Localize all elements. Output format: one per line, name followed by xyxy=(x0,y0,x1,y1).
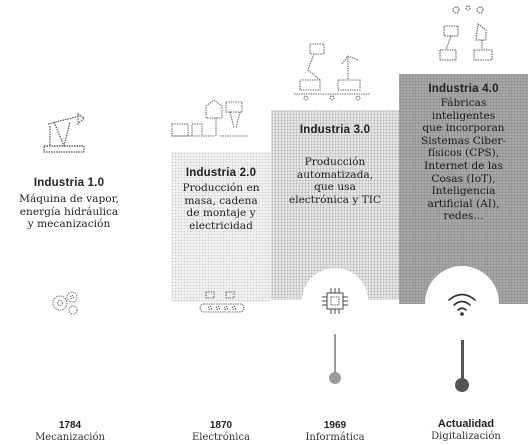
stage-year: 1969 xyxy=(323,420,347,431)
oil-pump-icon xyxy=(43,112,85,153)
stage-year: 1784 xyxy=(58,420,82,431)
panel-industria-3 xyxy=(271,110,399,300)
microchip-icon xyxy=(322,288,348,314)
assembly-line-icon xyxy=(199,291,245,313)
smart-robots-icon xyxy=(439,5,493,61)
stage-description: Producción automatizada, que usa electró… xyxy=(288,156,382,206)
timeline-dot xyxy=(455,378,469,392)
gears-icon xyxy=(52,291,78,315)
stage-title: Industria 1.0 xyxy=(33,177,105,189)
wifi-icon xyxy=(448,293,476,316)
factory-robots-icon xyxy=(171,99,248,137)
panel-industria-4 xyxy=(399,74,528,304)
stage-description: Máquina de vapor, energía hidráulica y m… xyxy=(19,193,119,231)
robot-arms-icon xyxy=(294,43,370,101)
wifi-badge xyxy=(425,266,499,340)
timeline-stem xyxy=(334,334,336,374)
stage-description: Fábricas inteligentes que incorporan Sis… xyxy=(421,97,506,223)
microchip-badge xyxy=(302,268,368,334)
stage-title: Industria 2.0 xyxy=(185,167,257,179)
stage-title: Industria 3.0 xyxy=(299,124,371,136)
stage-year: Actualidad xyxy=(437,418,495,430)
stage-era: Digitalización xyxy=(431,431,501,442)
stage-era: Electrónica xyxy=(191,432,251,443)
panel-industria-2 xyxy=(171,152,271,302)
stage-description: Producción en masa, cadena de montaje y … xyxy=(182,182,260,232)
timeline-stem xyxy=(461,340,464,380)
timeline-dot xyxy=(329,372,341,384)
stage-era: Mecanización xyxy=(35,432,105,443)
stage-era: Informática xyxy=(305,432,365,443)
stage-title: Industria 4.0 xyxy=(428,83,499,95)
stage-year: 1870 xyxy=(209,420,233,431)
